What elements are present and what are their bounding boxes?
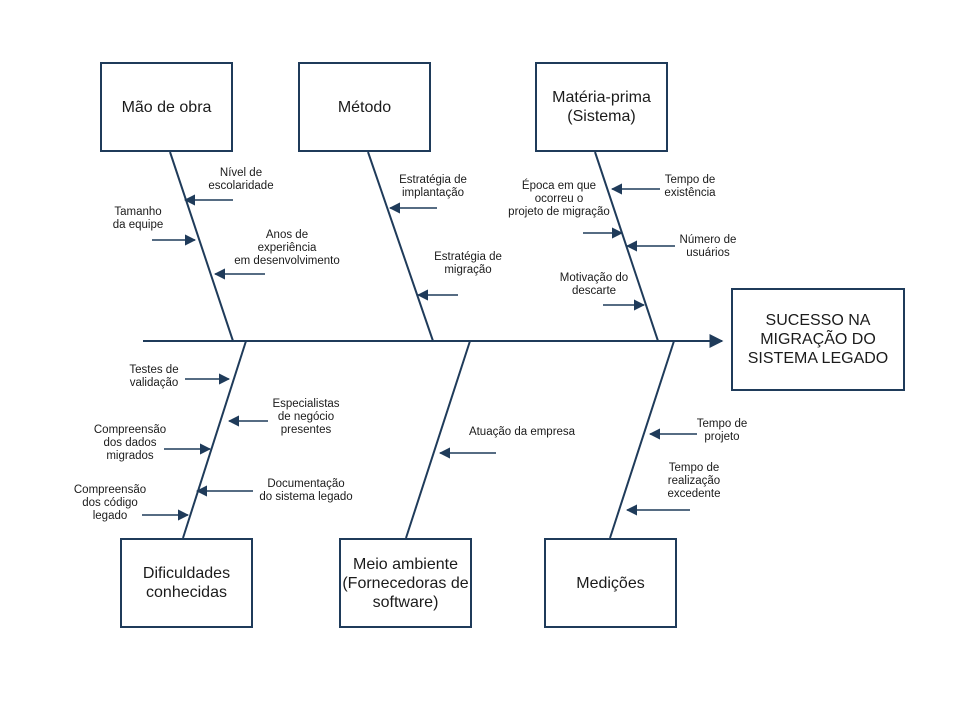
cause-anos-experiencia: Anos de experiência em desenvolvimento (234, 229, 340, 267)
cause-compreensao-dados: Compreensão dos dados migrados (93, 424, 167, 462)
bone-mao-de-obra (169, 151, 234, 342)
cause-estrategia-migracao: Estratégia de migração (434, 251, 502, 276)
cause-numero-usuarios: Número de usuários (679, 234, 737, 259)
cause-tempo-realizacao: Tempo de realização excedente (667, 462, 721, 500)
cause-tempo-existencia: Tempo de existência (664, 174, 716, 199)
category-medicoes: Medições (544, 538, 677, 628)
category-metodo: Método (298, 62, 431, 152)
category-materia-prima: Matéria-prima (Sistema) (535, 62, 668, 152)
cause-documentacao-sistema: Documentação do sistema legado (259, 478, 353, 503)
cause-epoca-migracao: Época em que ocorreu o projeto de migraç… (508, 180, 610, 218)
cause-estrategia-implantacao: Estratégia de implantação (399, 174, 467, 199)
bone-dificuldades (182, 340, 247, 539)
bone-metodo (367, 151, 434, 342)
effect-box: SUCESSO NA MIGRAÇÃO DO SISTEMA LEGADO (731, 288, 905, 391)
cause-compreensao-codigo: Compreensão dos código legado (73, 484, 147, 522)
cause-tamanho-equipe: Tamanho da equipe (112, 206, 164, 231)
category-mao-de-obra: Mão de obra (100, 62, 233, 152)
cause-motivacao-descarte: Motivação do descarte (559, 272, 629, 297)
category-dificuldades: Dificuldades conhecidas (120, 538, 253, 628)
cause-nivel-escolaridade: Nível de escolaridade (208, 167, 274, 192)
cause-tempo-projeto: Tempo de projeto (696, 418, 748, 443)
cause-atuacao-empresa: Atuação da empresa (468, 426, 576, 438)
bone-meio-ambiente (405, 340, 471, 539)
cause-especialistas-negocio: Especialistas de negócio presentes (272, 398, 340, 436)
category-meio-ambiente: Meio ambiente (Fornecedoras de software) (339, 538, 472, 628)
cause-testes-validacao: Testes de validação (129, 364, 179, 389)
bone-medicoes (609, 340, 675, 539)
